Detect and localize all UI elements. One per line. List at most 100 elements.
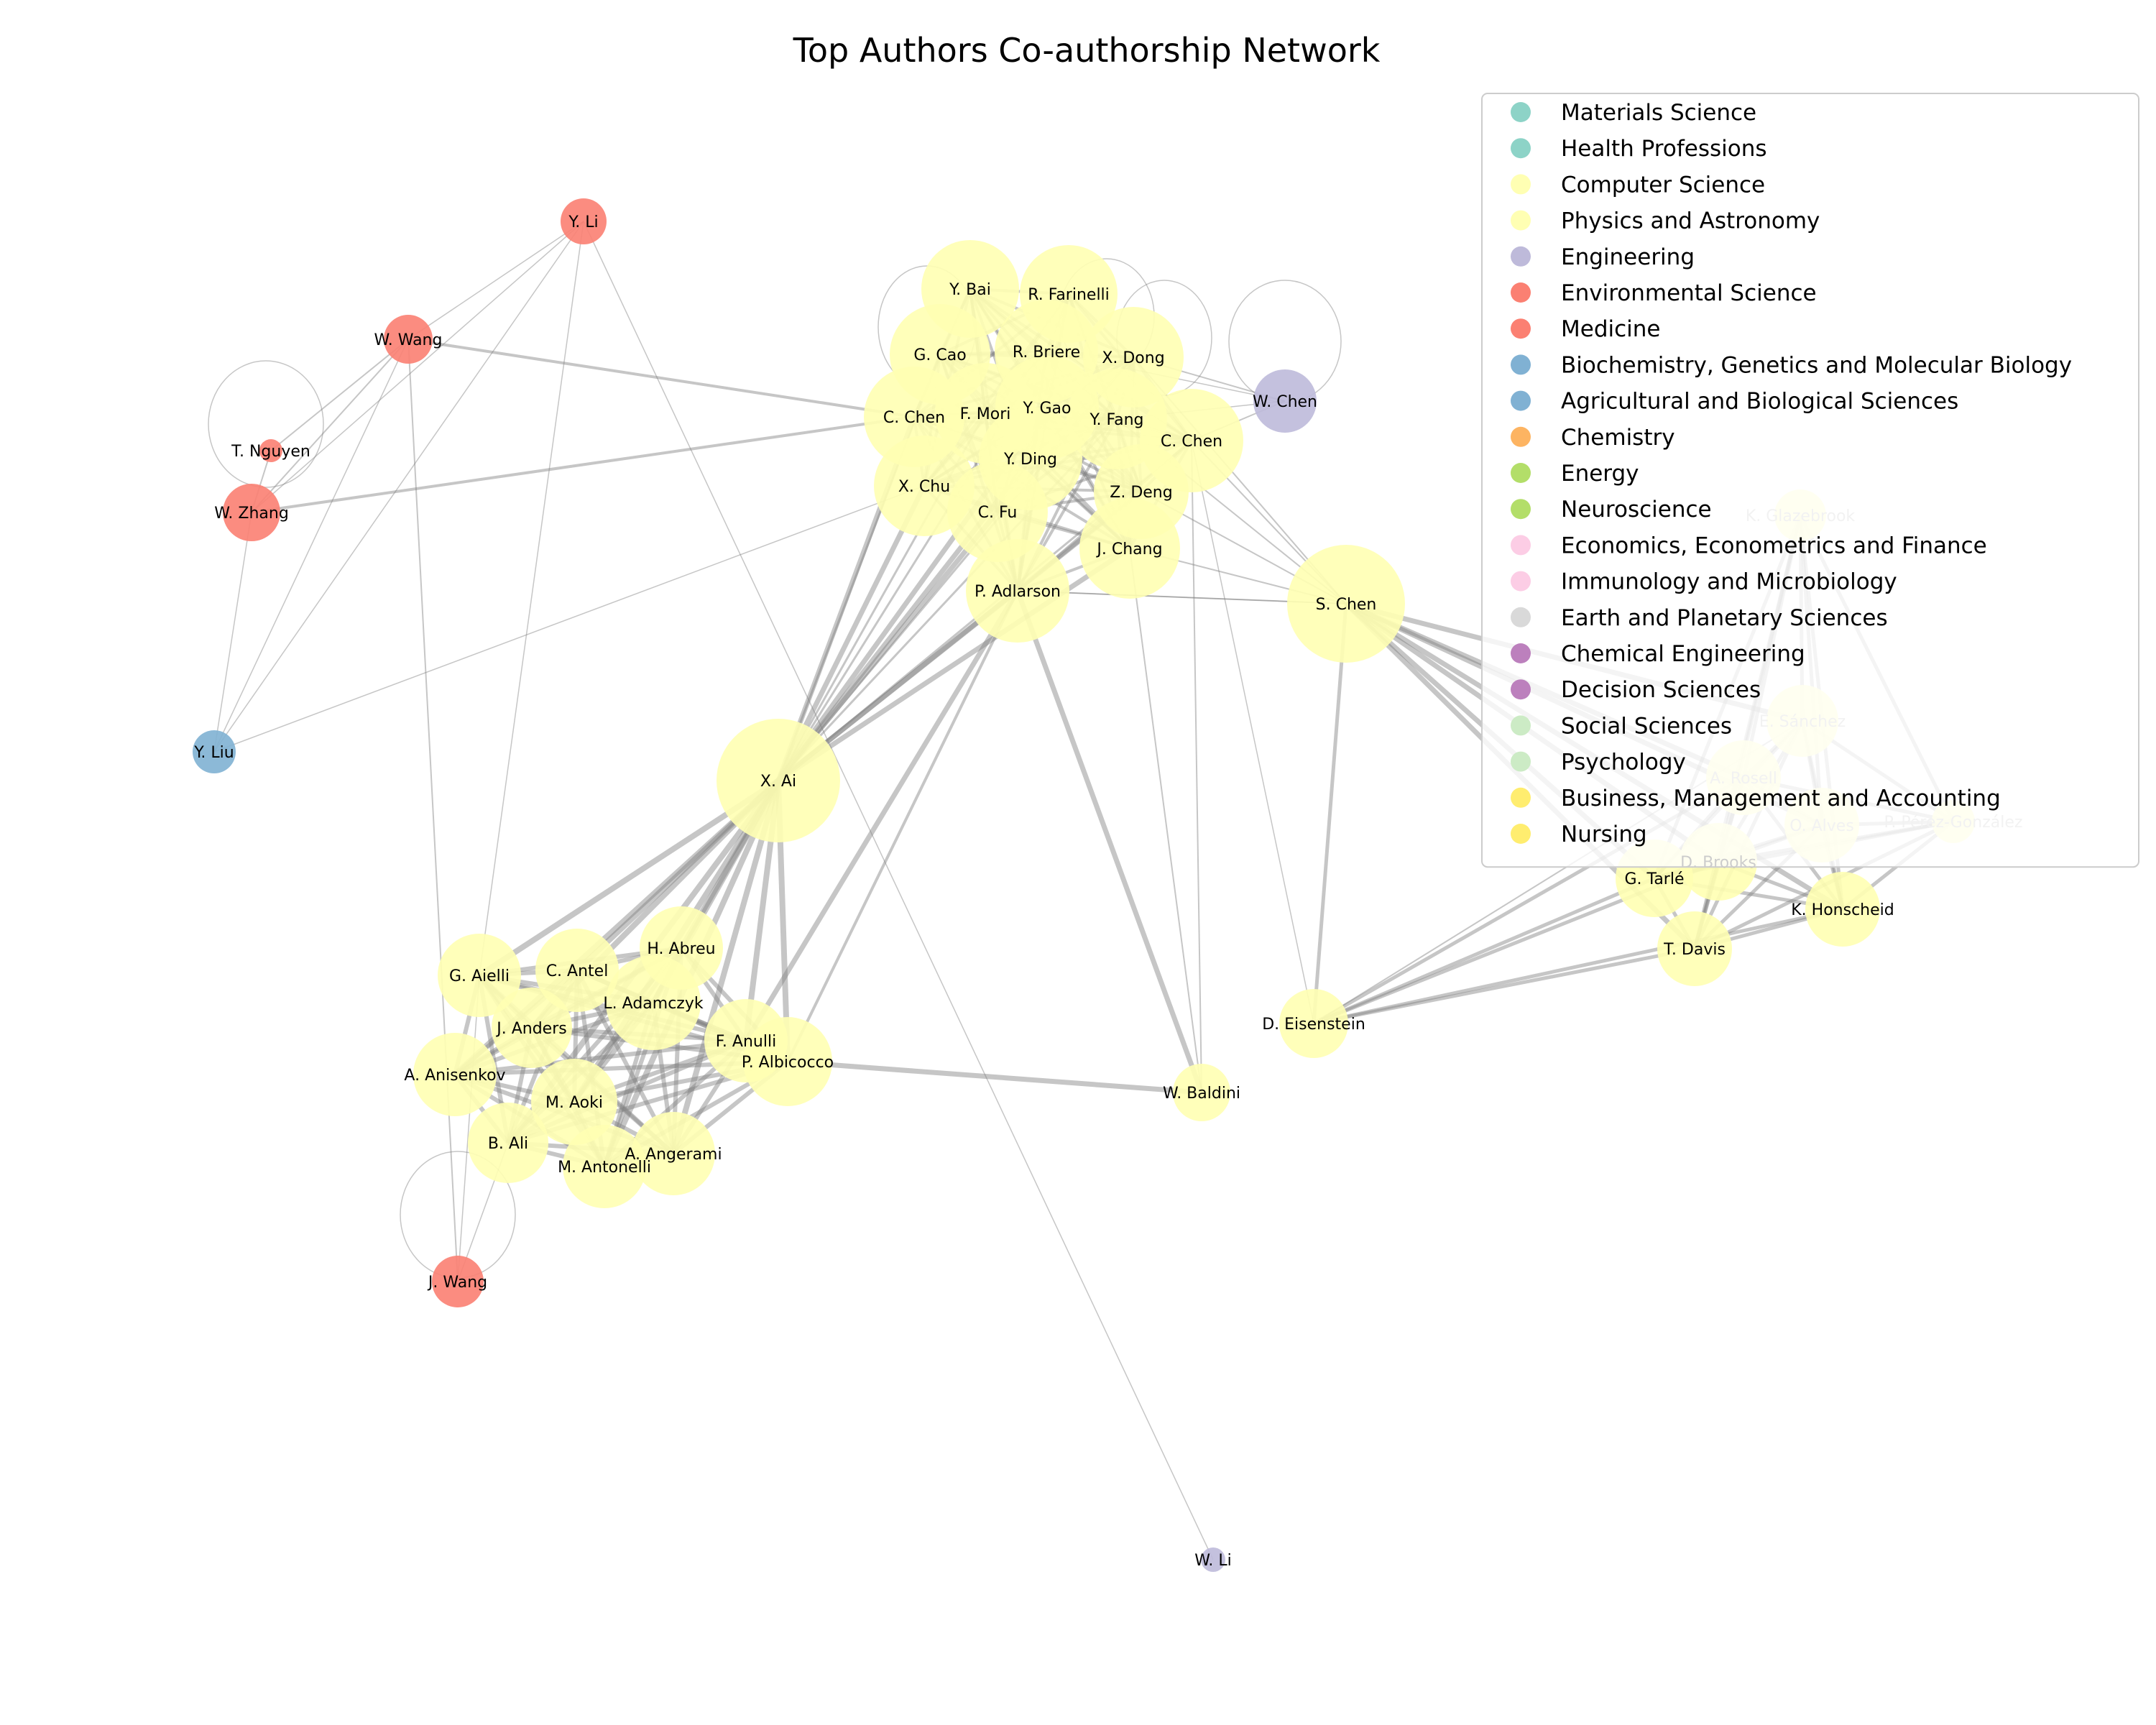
author-node-y-li[interactable] (561, 198, 607, 244)
coauthor-edge-p-adlarson-to-w-baldini (1015, 589, 1204, 1094)
author-node-d-eisenstein[interactable] (1279, 989, 1348, 1058)
author-node-l-adamczyk[interactable] (606, 955, 701, 1050)
legend-label-medicine: Medicine (1561, 316, 1661, 342)
legend-swatch-environmental-science (1511, 282, 1531, 303)
legend-label-social-sciences: Social Sciences (1561, 713, 1732, 739)
author-label-g-aielli: G. Aielli (449, 967, 510, 985)
author-label-s-chen: S. Chen (1316, 596, 1377, 614)
legend-swatch-health-professions (1511, 138, 1531, 159)
coauthor-edge-y-li-to-w-wang (407, 221, 584, 340)
author-label-h-abreu: H. Abreu (647, 940, 715, 958)
author-node-y-liu[interactable] (193, 730, 236, 773)
coauthor-edge-w-wang-to-c-chen (407, 338, 915, 418)
author-node-k-honscheid[interactable] (1805, 872, 1880, 947)
author-node-p-albicocco[interactable] (743, 1017, 832, 1106)
legend-label-earth-and-planetary-sciences: Earth and Planetary Sciences (1561, 605, 1888, 631)
legend-swatch-economics-econometrics-and-finance (1511, 535, 1531, 556)
author-node-w-wang[interactable] (384, 315, 433, 364)
coauthor-edge-p-albicocco-to-w-baldini (787, 1059, 1202, 1095)
author-node-j-anders[interactable] (492, 988, 572, 1068)
coauthor-edge-c-chen-to-w-baldini (1191, 440, 1202, 1093)
author-node-g-aielli[interactable] (438, 934, 521, 1017)
author-label-g-tarl: G. Tarlé (1624, 870, 1684, 888)
author-node-c-antel[interactable] (535, 929, 619, 1012)
legend-swatch-biochemistry-genetics-and-molecular-biology (1511, 354, 1531, 375)
author-node-p-adlarson[interactable] (966, 539, 1069, 643)
author-node-w-chen[interactable] (1253, 369, 1317, 433)
author-node-x-ai[interactable] (717, 719, 840, 842)
legend-swatch-earth-and-planetary-sciences (1511, 607, 1531, 627)
coauthor-edge-w-wang-to-j-wang (407, 339, 459, 1282)
coauthor-edge-d-eisenstein-to-k-honscheid (1313, 907, 1843, 1026)
legend-swatch-immunology-and-microbiology (1511, 571, 1531, 592)
author-label-w-chen: W. Chen (1253, 393, 1317, 411)
author-label-y-liu: Y. Liu (193, 744, 234, 762)
legend-label-immunology-and-microbiology: Immunology and Microbiology (1561, 569, 1897, 595)
legend-label-materials-science: Materials Science (1561, 100, 1756, 126)
coauthor-edge-w-zhang-to-y-liu (213, 512, 252, 753)
author-node-a-angerami[interactable] (632, 1112, 715, 1195)
author-label-d-eisenstein: D. Eisenstein (1262, 1016, 1365, 1034)
author-node-w-baldini[interactable] (1173, 1064, 1230, 1121)
node-layer (193, 198, 1975, 1572)
legend-label-energy: Energy (1561, 461, 1639, 487)
coauthor-edge-d-eisenstein-to-t-davis (1313, 947, 1695, 1026)
author-label-m-antonelli: M. Antonelli (558, 1159, 651, 1177)
author-node-w-li[interactable] (1201, 1547, 1225, 1572)
author-label-f-anulli: F. Anulli (716, 1033, 776, 1051)
author-node-t-davis[interactable] (1657, 911, 1732, 986)
coauthor-edge-w-wang-to-t-nguyen (270, 339, 409, 451)
author-label-k-honscheid: K. Honscheid (1791, 901, 1894, 919)
author-node-b-ali[interactable] (468, 1103, 548, 1183)
coauthor-edge-d-eisenstein-to-g-tarl (1313, 876, 1655, 1026)
coauthor-edge-w-wang-to-y-liu (213, 339, 409, 753)
legend-swatch-chemistry (1511, 426, 1531, 447)
author-label-a-angerami: A. Angerami (625, 1146, 722, 1164)
coauthor-edge-x-ai-to-a-angerami (671, 779, 781, 1155)
legend-label-chemistry: Chemistry (1561, 425, 1675, 451)
author-label-w-baldini: W. Baldini (1163, 1085, 1240, 1103)
author-node-m-antonelli[interactable] (563, 1125, 646, 1208)
author-label-w-zhang: W. Zhang (214, 505, 289, 523)
author-node-m-aoki[interactable] (531, 1059, 617, 1145)
author-label-w-li: W. Li (1194, 1552, 1232, 1570)
legend-swatch-medicine (1511, 318, 1531, 339)
author-node-c-fu[interactable] (947, 461, 1048, 562)
author-label-t-nguyen: T. Nguyen (231, 443, 310, 461)
author-label-c-fu: C. Fu (978, 504, 1018, 522)
coauthor-edge-s-chen-to-d-eisenstein (1312, 603, 1348, 1024)
author-node-a-anisenkov[interactable] (413, 1033, 497, 1116)
legend-label-environmental-science: Environmental Science (1561, 280, 1817, 306)
legend-label-business-management-and-accounting: Business, Management and Accounting (1561, 786, 2001, 811)
legend-swatch-psychology (1511, 751, 1531, 772)
coauthor-edge-p-adlarson-to-p-albicocco (786, 590, 1019, 1062)
legend-label-psychology: Psychology (1561, 750, 1686, 776)
author-label-x-dong: X. Dong (1102, 349, 1164, 367)
author-node-s-chen[interactable] (1287, 545, 1405, 663)
coauthor-edge-y-li-to-w-zhang (251, 221, 584, 513)
author-label-j-wang: J. Wang (427, 1274, 487, 1292)
coauthor-edge-y-li-to-w-li (583, 221, 1214, 1560)
coauthor-edge-y-li-to-g-aielli (479, 221, 584, 976)
coauthor-edge-j-chang-to-w-baldini (1129, 548, 1202, 1093)
author-label-m-aoki: M. Aoki (545, 1094, 603, 1112)
author-node-j-wang[interactable] (432, 1256, 484, 1307)
author-label-c-antel: C. Antel (546, 962, 609, 980)
author-label-f-mori: F. Mori (960, 405, 1011, 423)
author-label-y-bai: Y. Bai (949, 281, 991, 299)
coauthor-edge-x-ai-to-j-chang (777, 546, 1131, 783)
author-label-x-chu: X. Chu (898, 478, 950, 496)
legend-label-decision-sciences: Decision Sciences (1561, 677, 1761, 703)
legend-label-nursing: Nursing (1561, 822, 1647, 847)
coauthor-edge-w-zhang-to-c-chen (251, 415, 915, 514)
author-label-y-fang: Y. Fang (1089, 411, 1144, 429)
author-label-p-albicocco: P. Albicocco (742, 1054, 834, 1072)
author-node-t-nguyen[interactable] (259, 439, 282, 462)
legend-swatch-neuroscience (1511, 499, 1531, 520)
author-node-w-zhang[interactable] (223, 484, 280, 541)
author-node-j-chang[interactable] (1079, 498, 1180, 599)
legend-swatch-decision-sciences (1511, 679, 1531, 700)
author-label-g-cao: G. Cao (913, 346, 966, 364)
legend-label-biochemistry-genetics-and-molecular-biology: Biochemistry, Genetics and Molecular Bio… (1561, 352, 2072, 378)
legend-label-engineering: Engineering (1561, 244, 1695, 270)
